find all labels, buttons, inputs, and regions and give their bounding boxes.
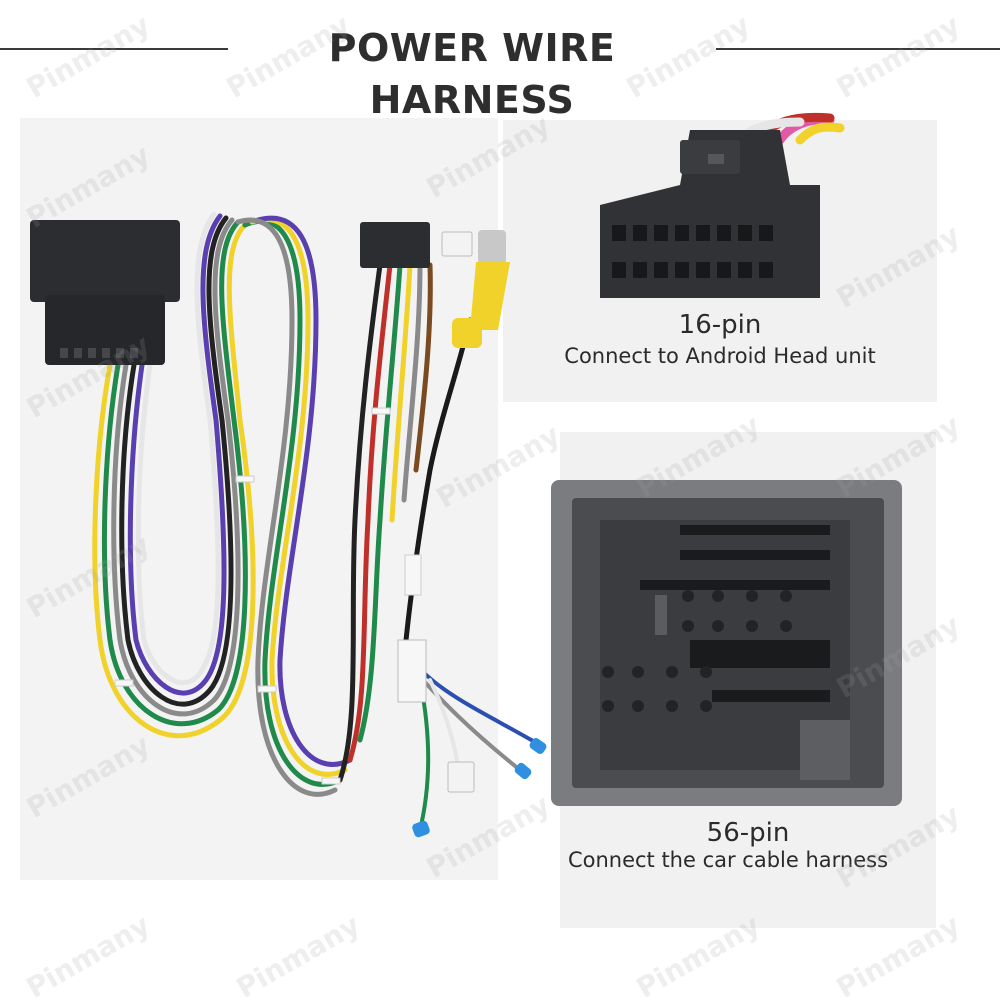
pin56-description: Connect the car cable harness (567, 848, 889, 872)
title-rule-right (716, 48, 1000, 50)
pin16-description: Connect to Android Head unit (564, 344, 876, 368)
pin16-label: 16-pin (678, 310, 762, 340)
page-title: POWER WIRE HARNESS (328, 26, 616, 122)
title-bar: POWER WIRE HARNESS (0, 22, 1000, 122)
title-rule-left (0, 48, 228, 50)
pin56-label: 56-pin (706, 818, 790, 848)
